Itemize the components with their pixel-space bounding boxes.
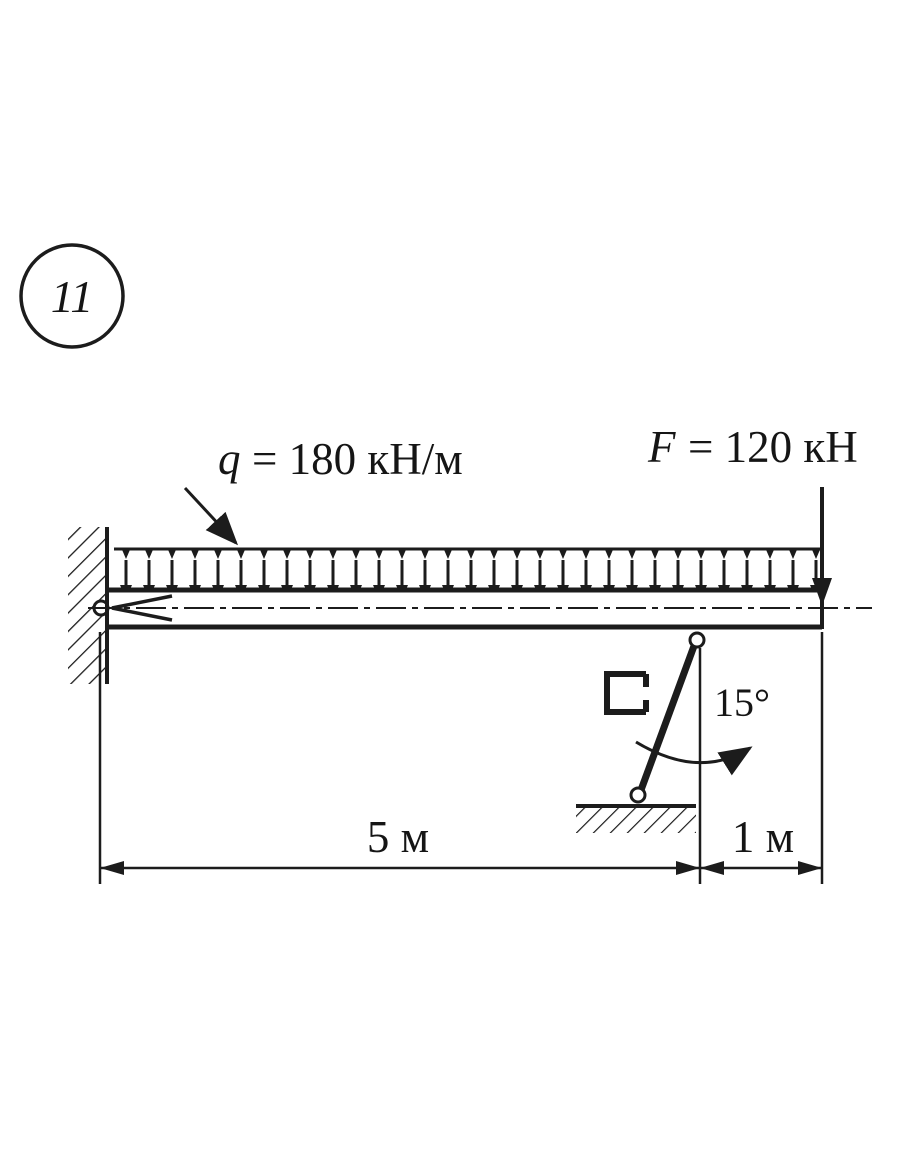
problem-number-badge: 11 xyxy=(19,243,125,349)
rod-bottom-pin xyxy=(629,786,647,804)
angle-label: 15° xyxy=(714,680,770,725)
angle-arc xyxy=(635,740,753,776)
load-leader-arrow xyxy=(183,486,239,546)
force-label: F = 120 кН xyxy=(647,422,858,472)
beam xyxy=(88,587,872,630)
distributed-load-label: q = 180 кН/м xyxy=(183,434,463,546)
rod-top-pin xyxy=(688,631,706,649)
dim-arrow-left xyxy=(100,861,124,875)
clamp-symbol xyxy=(604,671,649,715)
dim-arrow-mid-right xyxy=(700,861,724,875)
dimension-lines: 5 м 1 м xyxy=(98,632,824,884)
load-arrow-row xyxy=(114,548,822,588)
problem-number-circle xyxy=(19,243,125,349)
force-value: = 120 кН xyxy=(688,422,858,472)
dim-arrow-mid-left xyxy=(676,861,700,875)
clamp-bracket xyxy=(604,671,646,715)
dimension-label-5m: 5 м xyxy=(367,812,429,862)
distributed-load-value: = 180 кН/м xyxy=(252,434,463,484)
force-arrow xyxy=(812,487,832,606)
distributed-load-symbol: q xyxy=(218,434,241,484)
angle-annotation: 15° xyxy=(635,680,770,776)
rod xyxy=(637,644,698,792)
force-symbol: F xyxy=(647,422,676,472)
distributed-load-arrows xyxy=(114,547,822,588)
inclined-rod-support xyxy=(576,631,706,833)
dim-arrow-right xyxy=(798,861,822,875)
problem-number: 11 xyxy=(51,271,94,322)
dimension-label-1m: 1 м xyxy=(732,812,794,862)
ground-hatching xyxy=(576,808,696,833)
left-pin xyxy=(92,599,110,617)
force-arrowhead xyxy=(812,578,832,606)
